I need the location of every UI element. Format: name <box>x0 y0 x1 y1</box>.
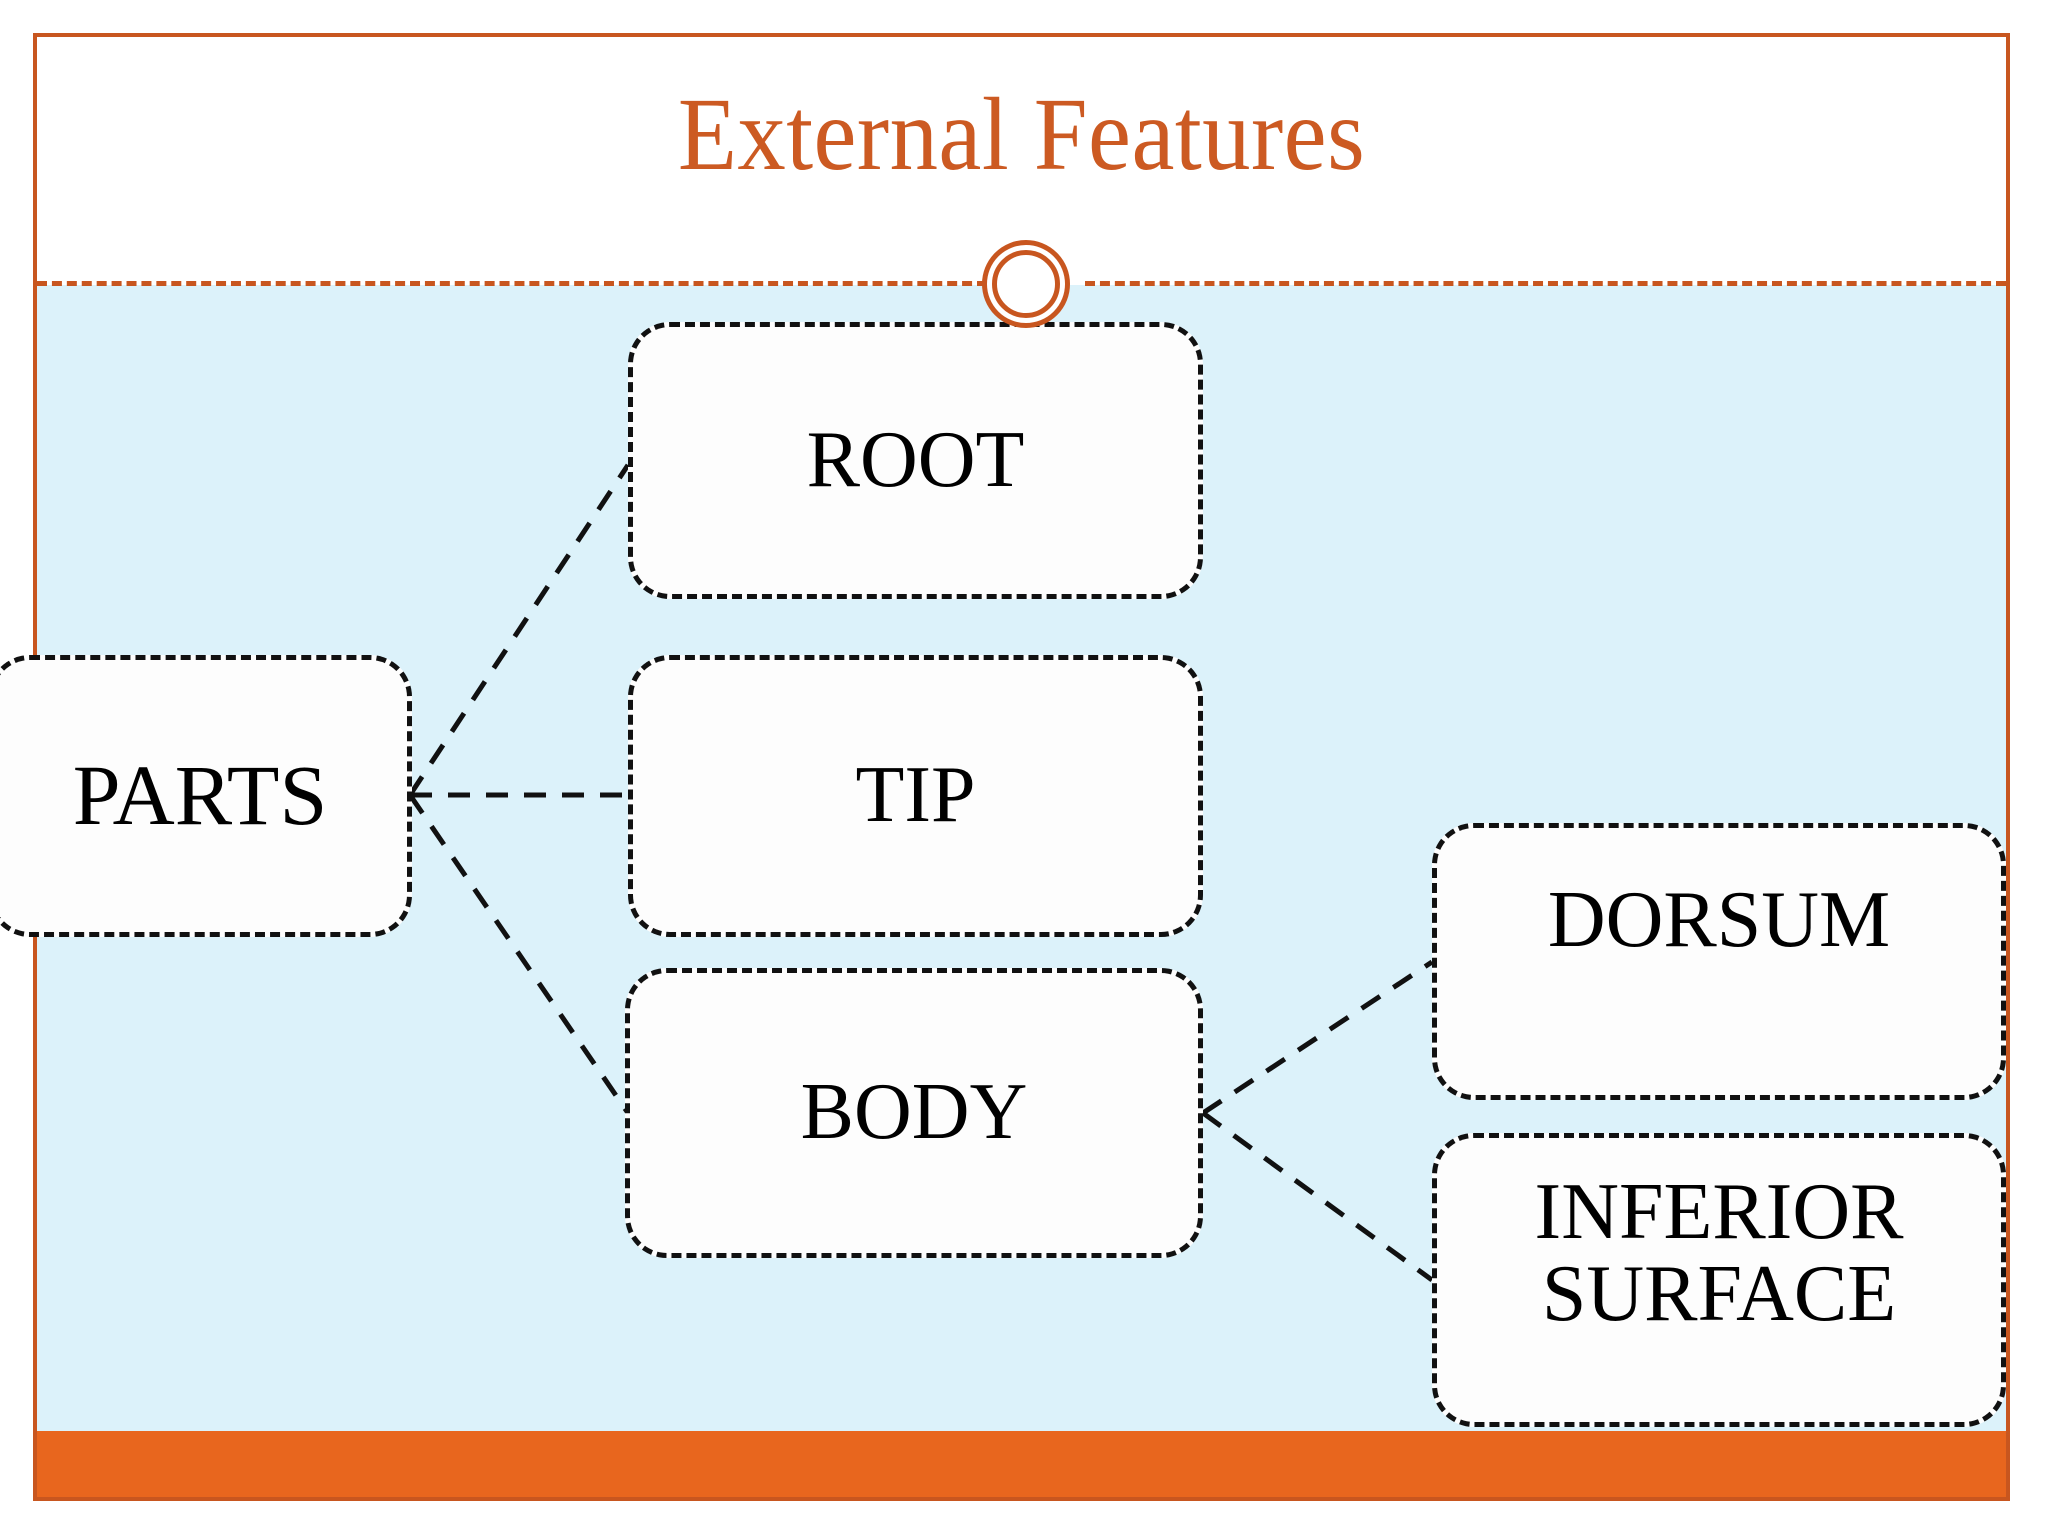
node-dorsum-label: DORSUM <box>1547 876 1891 964</box>
node-inferior[interactable]: INFERIOR SURFACE <box>1432 1133 2006 1427</box>
page-title: External Features <box>677 77 1366 192</box>
divider-rule-right <box>1085 281 2006 286</box>
node-dorsum[interactable]: DORSUM <box>1432 823 2006 1100</box>
node-body[interactable]: BODY <box>625 968 1203 1258</box>
node-tip[interactable]: TIP <box>628 655 1203 937</box>
divider-rule-left <box>37 281 987 286</box>
node-root[interactable]: ROOT <box>628 322 1203 599</box>
footer-band <box>37 1431 2006 1498</box>
node-tip-label: TIP <box>855 751 976 840</box>
double-ring-circle-icon <box>982 240 1070 328</box>
node-parts-label: PARTS <box>72 747 328 844</box>
node-inferior-label: INFERIOR SURFACE <box>1534 1168 1904 1338</box>
node-parts[interactable]: PARTS <box>0 655 412 937</box>
node-body-label: BODY <box>800 1068 1028 1157</box>
node-root-label: ROOT <box>806 415 1025 504</box>
